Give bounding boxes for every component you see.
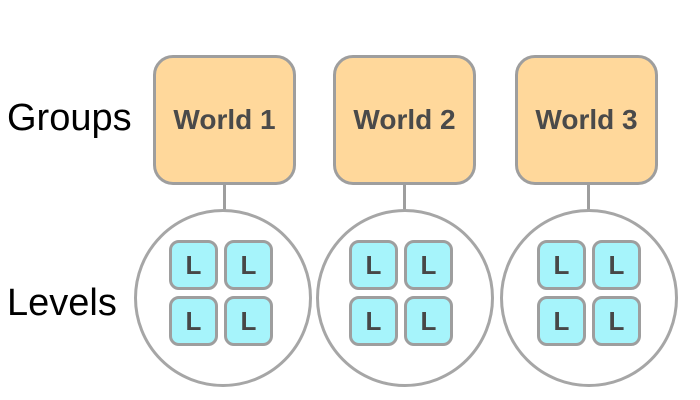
level-node[interactable]: L	[404, 296, 453, 346]
level-node[interactable]: L	[349, 296, 398, 346]
level-grid-world-3: L L L L	[537, 240, 641, 346]
group-label: World 1	[173, 104, 276, 135]
connector-line	[223, 183, 226, 210]
level-node[interactable]: L	[169, 296, 218, 346]
level-label: L	[553, 249, 570, 280]
level-label: L	[608, 249, 625, 280]
level-label: L	[240, 305, 257, 336]
group-label: World 3	[535, 104, 638, 135]
connector-line	[403, 183, 406, 210]
level-grid-world-1: L L L L	[169, 240, 273, 346]
group-node-world-1[interactable]: World 1	[153, 55, 296, 185]
level-grid-world-2: L L L L	[349, 240, 453, 346]
level-container-world-1	[134, 209, 312, 387]
level-node[interactable]: L	[224, 240, 273, 290]
level-node[interactable]: L	[592, 240, 641, 290]
level-label: L	[420, 249, 437, 280]
group-label: World 2	[353, 104, 456, 135]
level-label: L	[185, 249, 202, 280]
level-node[interactable]: L	[404, 240, 453, 290]
level-container-world-2	[316, 209, 494, 387]
level-label: L	[240, 249, 257, 280]
level-node[interactable]: L	[349, 240, 398, 290]
connector-line	[587, 183, 590, 210]
group-node-world-2[interactable]: World 2	[333, 55, 476, 185]
group-node-world-3[interactable]: World 3	[515, 55, 658, 185]
level-label: L	[553, 305, 570, 336]
level-label: L	[608, 305, 625, 336]
level-node[interactable]: L	[169, 240, 218, 290]
level-label: L	[365, 305, 382, 336]
level-label: L	[420, 305, 437, 336]
level-node[interactable]: L	[537, 296, 586, 346]
level-node[interactable]: L	[592, 296, 641, 346]
level-node[interactable]: L	[224, 296, 273, 346]
level-label: L	[365, 249, 382, 280]
levels-row-label: Levels	[7, 282, 117, 324]
groups-row-label: Groups	[7, 97, 132, 139]
level-node[interactable]: L	[537, 240, 586, 290]
level-label: L	[185, 305, 202, 336]
level-container-world-3	[500, 209, 678, 387]
